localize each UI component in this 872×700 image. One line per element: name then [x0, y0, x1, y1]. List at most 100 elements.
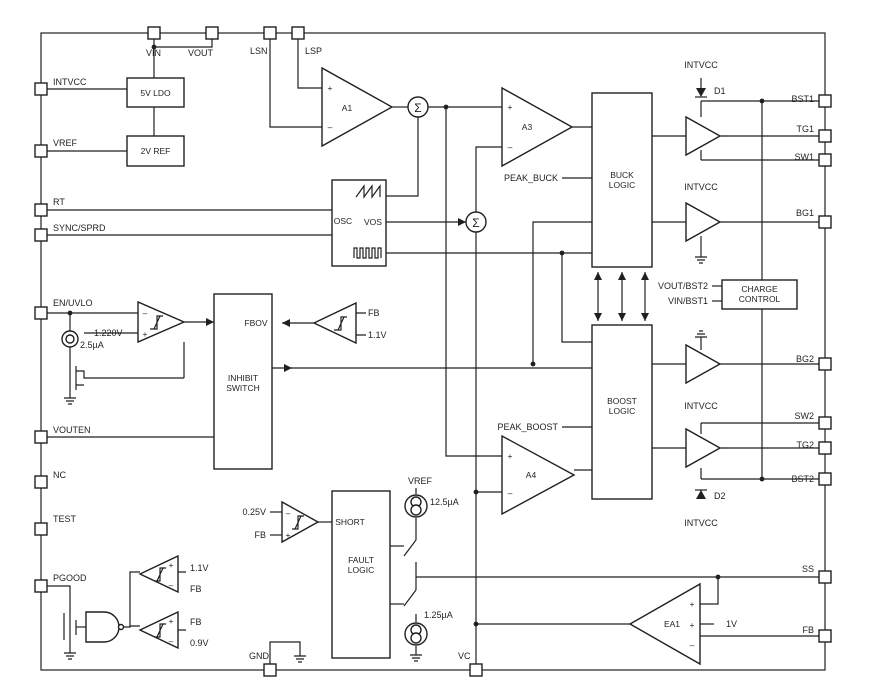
- pg2-minus: –: [169, 636, 174, 646]
- fault-label-2: LOGIC: [348, 565, 374, 575]
- short-minus: –: [286, 508, 291, 518]
- pgood-nand-gate: [85, 611, 120, 643]
- charge-label-1: CHARGE: [741, 284, 778, 294]
- current-source-uvlo: [61, 330, 79, 348]
- internal-labels: PEAK_BUCK PEAK_BOOST VOUT/BST2 VIN/BST1 …: [80, 60, 737, 648]
- label-vin: VIN: [146, 48, 161, 58]
- pg1-minus: –: [169, 580, 174, 590]
- label-nc: NC: [53, 470, 66, 480]
- uvlo-plus: +: [143, 329, 148, 339]
- short-label: SHORT: [335, 517, 365, 527]
- pin-pgood: [34, 579, 48, 593]
- hysteresis-icon: [292, 515, 304, 530]
- pin-vin: [147, 26, 161, 40]
- ldo-label: 5V LDO: [140, 88, 171, 98]
- hysteresis-icon: [150, 315, 163, 330]
- sum-symbol-2: Σ: [472, 216, 479, 230]
- label-ss: SS: [802, 564, 814, 574]
- pin-sync: [34, 228, 48, 242]
- sawtooth-icon: [355, 184, 381, 199]
- buck-logic-label-2: LOGIC: [609, 180, 635, 190]
- v11-ov-label: 1.1V: [368, 330, 387, 340]
- ea1-ref-label: 1V: [726, 619, 737, 629]
- label-pgood: PGOOD: [53, 573, 87, 583]
- label-vref: VREF: [53, 138, 78, 148]
- d1-label: D1: [714, 86, 726, 96]
- label-lsp: LSP: [305, 46, 322, 56]
- pin-ss: [818, 570, 832, 584]
- boost-logic-label-1: BOOST: [607, 396, 637, 406]
- peak-boost-label: PEAK_BOOST: [497, 422, 558, 432]
- current-source-12p5: [404, 494, 428, 518]
- inhibit-label-2: SWITCH: [226, 383, 260, 393]
- label-tg2: TG2: [796, 440, 814, 450]
- pin-lsp: [291, 26, 305, 40]
- ref-block: [126, 135, 185, 167]
- pin-vouten: [34, 430, 48, 444]
- pgood-comparator-2: [138, 610, 179, 650]
- pgood-comparator-1: [138, 554, 179, 594]
- label-sw2: SW2: [794, 411, 814, 421]
- pin-labels: VIN VOUT LSN LSP INTVCC VREF RT SYNC/SPR…: [53, 46, 814, 661]
- vos-label: VOS: [364, 217, 382, 227]
- diode-d2: [695, 489, 707, 499]
- a4-plus: +: [508, 451, 513, 461]
- charge-label-2: CONTROL: [739, 294, 781, 304]
- fb-short-label: FB: [254, 530, 266, 540]
- a3-label: A3: [522, 122, 533, 132]
- chip-outline: [40, 32, 826, 671]
- pin-vout: [205, 26, 219, 40]
- pin-bst2: [818, 472, 832, 486]
- ref-label: 2V REF: [141, 146, 171, 156]
- label-bg2: BG2: [796, 354, 814, 364]
- short-comparator: [281, 500, 320, 544]
- vout-bst2-label: VOUT/BST2: [658, 281, 708, 291]
- fb-ov-label: FB: [368, 308, 380, 318]
- vin-bst1-label: VIN/BST1: [668, 296, 708, 306]
- hysteresis-icon: [154, 567, 166, 582]
- buck-logic-block: [591, 92, 653, 268]
- label-intvcc: INTVCC: [53, 77, 87, 87]
- label-bst1: BST1: [791, 94, 814, 104]
- i25-label: 2.5µA: [80, 340, 104, 350]
- v025-label: 0.25V: [242, 507, 266, 517]
- pin-sw1: [818, 153, 832, 167]
- ea1-amplifier: [628, 582, 701, 666]
- uvlo-comparator: [137, 300, 186, 344]
- sum-junction-1: [407, 96, 429, 118]
- pin-bst1: [818, 94, 832, 108]
- fault-label-1: FAULT: [348, 555, 374, 565]
- label-lsn: LSN: [250, 46, 268, 56]
- pin-bg1: [818, 215, 832, 229]
- a4-minus: –: [508, 488, 513, 498]
- fault-logic-block: [331, 490, 391, 659]
- d2-label: D2: [714, 491, 726, 501]
- peak-buck-label: PEAK_BUCK: [504, 173, 558, 183]
- pin-lsn: [263, 26, 277, 40]
- a3-amplifier: [501, 86, 574, 168]
- intvcc-bot-label: INTVCC: [684, 518, 718, 528]
- pin-tg2: [818, 441, 832, 455]
- i125b-label: 1.25µA: [424, 610, 453, 620]
- label-sync: SYNC/SPRD: [53, 223, 106, 233]
- a4-amplifier: [501, 434, 576, 516]
- tg1-driver: [685, 115, 722, 157]
- osc-block: [331, 179, 387, 267]
- vref-src-label: VREF: [408, 476, 433, 486]
- buck-logic-label-1: BUCK: [610, 170, 634, 180]
- intvcc-bg2-label: INTVCC: [684, 401, 718, 411]
- uvlo-mosfet: [69, 365, 90, 392]
- junction-dots: [67, 44, 765, 627]
- label-vout: VOUT: [188, 48, 214, 58]
- label-test: TEST: [53, 514, 77, 524]
- sum-junction-2: [465, 211, 487, 233]
- pin-nc: [34, 475, 48, 489]
- ea1-plus: +: [690, 599, 695, 609]
- label-rt: RT: [53, 197, 65, 207]
- clock-icon: [353, 247, 382, 259]
- ground-symbols: [64, 256, 707, 663]
- ldo-block: [126, 77, 185, 108]
- label-vc: VC: [458, 651, 471, 661]
- pin-bg2: [818, 357, 832, 371]
